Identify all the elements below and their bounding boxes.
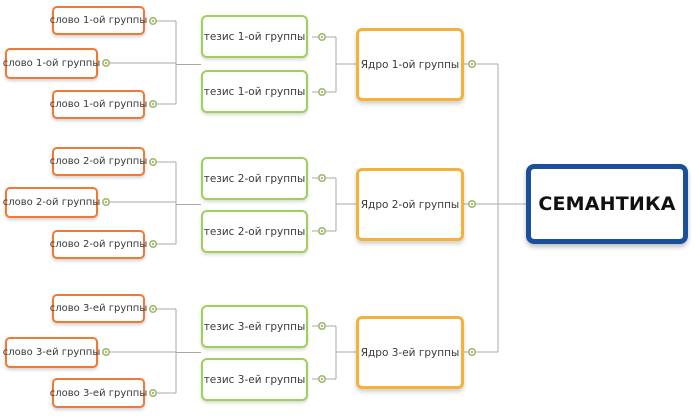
connector-dot-center <box>470 350 474 354</box>
word-label: слово 1-ой группы <box>49 15 148 26</box>
thesis-node[interactable]: тезис 3-ей группы <box>201 305 308 348</box>
connector-dot-center <box>104 350 108 354</box>
word-node[interactable]: слово 3-ей группы <box>49 294 148 323</box>
connector-dot-center <box>320 35 324 39</box>
thesis-node[interactable]: тезис 2-ой группы <box>201 157 308 200</box>
connector-dot-center <box>151 160 155 164</box>
word-label: слово 3-ей группы <box>49 387 148 399</box>
word-node[interactable]: слово 1-ой группы <box>2 48 101 79</box>
thesis-node[interactable]: тезис 2-ой группы <box>201 210 308 253</box>
thesis-label: тезис 2-ой группы <box>203 225 306 238</box>
connector-dot-center <box>320 229 324 233</box>
root-label: СЕМАНТИКА <box>538 193 676 215</box>
connector-dot-center <box>151 242 155 246</box>
word-node[interactable]: слово 1-ой группы <box>49 6 148 35</box>
connector-dot-center <box>470 62 474 66</box>
word-node[interactable]: слово 2-ой группы <box>49 147 148 176</box>
word-node[interactable]: слово 3-ей группы <box>49 378 148 408</box>
connector-dot-center <box>320 377 324 381</box>
core-node[interactable]: Ядро 1-ой группы <box>356 28 464 101</box>
thesis-label: тезис 1-ой группы <box>203 30 306 43</box>
thesis-node[interactable]: тезис 1-ой группы <box>201 15 308 58</box>
core-node[interactable]: Ядро 2-ой группы <box>356 168 464 241</box>
word-label: слово 1-ой группы <box>2 58 101 69</box>
word-label: слово 3-ей группы <box>2 347 101 358</box>
core-label: Ядро 2-ой группы <box>360 198 460 211</box>
word-node[interactable]: слово 1-ой группы <box>49 90 148 119</box>
root-node[interactable]: СЕМАНТИКА <box>526 164 688 244</box>
thesis-label: тезис 3-ей группы <box>203 373 306 386</box>
core-node[interactable]: Ядро 3-ей группы <box>356 316 464 389</box>
core-label: Ядро 1-ой группы <box>360 58 460 71</box>
connector-dot-center <box>320 90 324 94</box>
thesis-label: тезис 1-ой группы <box>203 85 306 98</box>
word-label: слово 2-ой группы <box>49 239 148 250</box>
connector-dot-center <box>151 102 155 106</box>
word-label: слово 1-ой группы <box>49 99 148 110</box>
thesis-node[interactable]: тезис 3-ей группы <box>201 358 308 401</box>
word-node[interactable]: слово 3-ей группы <box>2 337 101 368</box>
thesis-label: тезис 2-ой группы <box>203 172 306 185</box>
connector-dot-center <box>151 391 155 395</box>
word-node[interactable]: слово 2-ой группы <box>2 187 101 218</box>
connector-dot-center <box>151 307 155 311</box>
thesis-label: тезис 3-ей группы <box>203 320 306 333</box>
connector-dot-center <box>320 324 324 328</box>
connector-dot-center <box>104 61 108 65</box>
core-label: Ядро 3-ей группы <box>360 346 460 359</box>
word-label: слово 2-ой группы <box>2 197 101 208</box>
thesis-node[interactable]: тезис 1-ой группы <box>201 70 308 113</box>
word-label: слово 2-ой группы <box>49 156 148 167</box>
connector-dot-center <box>104 200 108 204</box>
word-label: слово 3-ей группы <box>49 303 148 314</box>
word-node[interactable]: слово 2-ой группы <box>49 230 148 259</box>
connector-dot-center <box>470 202 474 206</box>
connector-dot-center <box>320 176 324 180</box>
connector-dot-center <box>151 19 155 23</box>
